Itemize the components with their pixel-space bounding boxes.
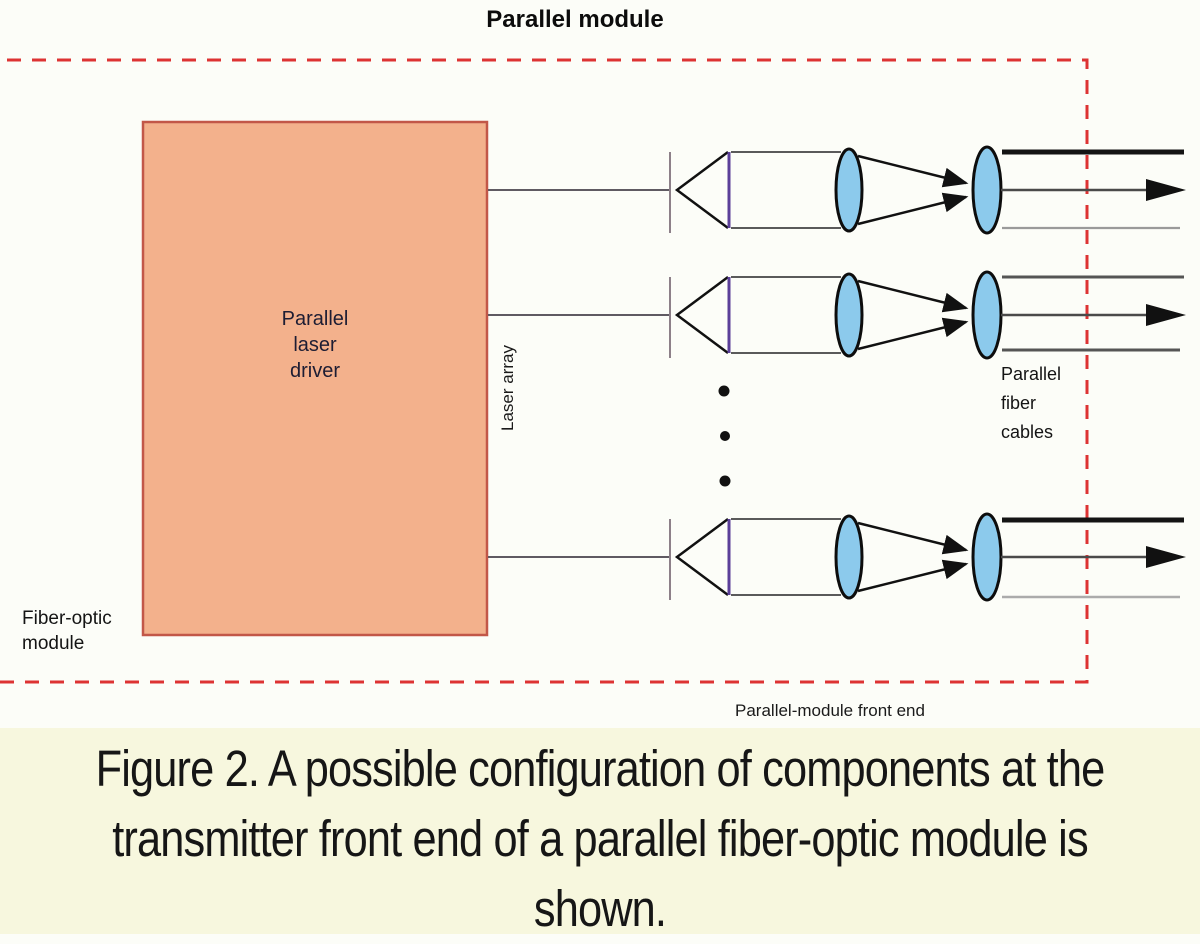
fiber-optic-module-label-line: module [22,633,85,654]
fiber-optic-module-label: Fiber-optic module [22,606,112,656]
laser-array-label: Laser array [498,345,517,431]
channel-3 [488,514,1186,600]
module-boundary-dashed-box [0,58,1089,684]
laser-driver-box [141,120,489,637]
parallel-module-diagram [0,58,1200,684]
ellipsis-dots-icon [718,385,731,487]
front-end-label: Parallel-module front end [735,701,925,720]
channel-2 [488,272,1186,358]
laser-driver-label: Parallel laser driver [143,306,487,384]
parallel-fiber-cables-label-line: Parallel [1001,364,1062,384]
diagram-title: Parallel module [486,6,664,33]
parallel-fiber-cables-label-line: fiber [1001,393,1037,413]
channel-1 [488,147,1186,233]
parallel-fiber-cables-label-line: cables [1001,422,1054,442]
caption-line: shown. [533,880,667,937]
caption-line: transmitter front end of a parallel fibe… [112,810,1088,867]
caption-line: Figure 2. A possible configuration of co… [95,740,1106,797]
laser-driver-label-line: driver [289,360,340,382]
figure-caption: Figure 2. A possible configuration of co… [0,728,1200,937]
fiber-optic-module-label-line: Fiber-optic [22,608,112,629]
laser-driver-label-line: Parallel [281,308,349,330]
laser-driver-label-line: laser [293,334,337,356]
parallel-fiber-cables-label: Parallel fiber cables [1001,360,1061,447]
